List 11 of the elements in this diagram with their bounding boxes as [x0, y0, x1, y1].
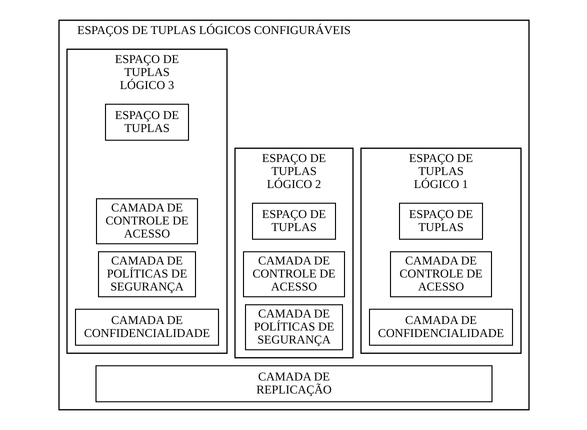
node-box: CAMADA DE CONTROLE DE ACESSO: [390, 251, 492, 298]
node-box: CAMADA DE CONTROLE DE ACESSO: [96, 198, 198, 244]
node-box: ESPAÇO DE TUPLAS: [252, 202, 336, 240]
node-box: CAMADA DE CONFIDENCIALIDADE: [74, 308, 218, 346]
node-box: CAMADA DE CONTROLE DE ACESSO: [242, 251, 344, 298]
node-box: CAMADA DE REPLICAÇÃO: [95, 365, 492, 402]
node-box: ESPAÇO DE TUPLAS: [398, 202, 482, 240]
node-box: CAMADA DE POLÍTICAS DE SEGURANÇA: [244, 304, 342, 350]
node-box: CAMADA DE CONFIDENCIALIDADE: [368, 308, 512, 346]
node-box: CAMADA DE POLÍTICAS DE SEGURANÇA: [98, 251, 196, 298]
node-box: ESPAÇO DE TUPLAS: [104, 104, 188, 141]
